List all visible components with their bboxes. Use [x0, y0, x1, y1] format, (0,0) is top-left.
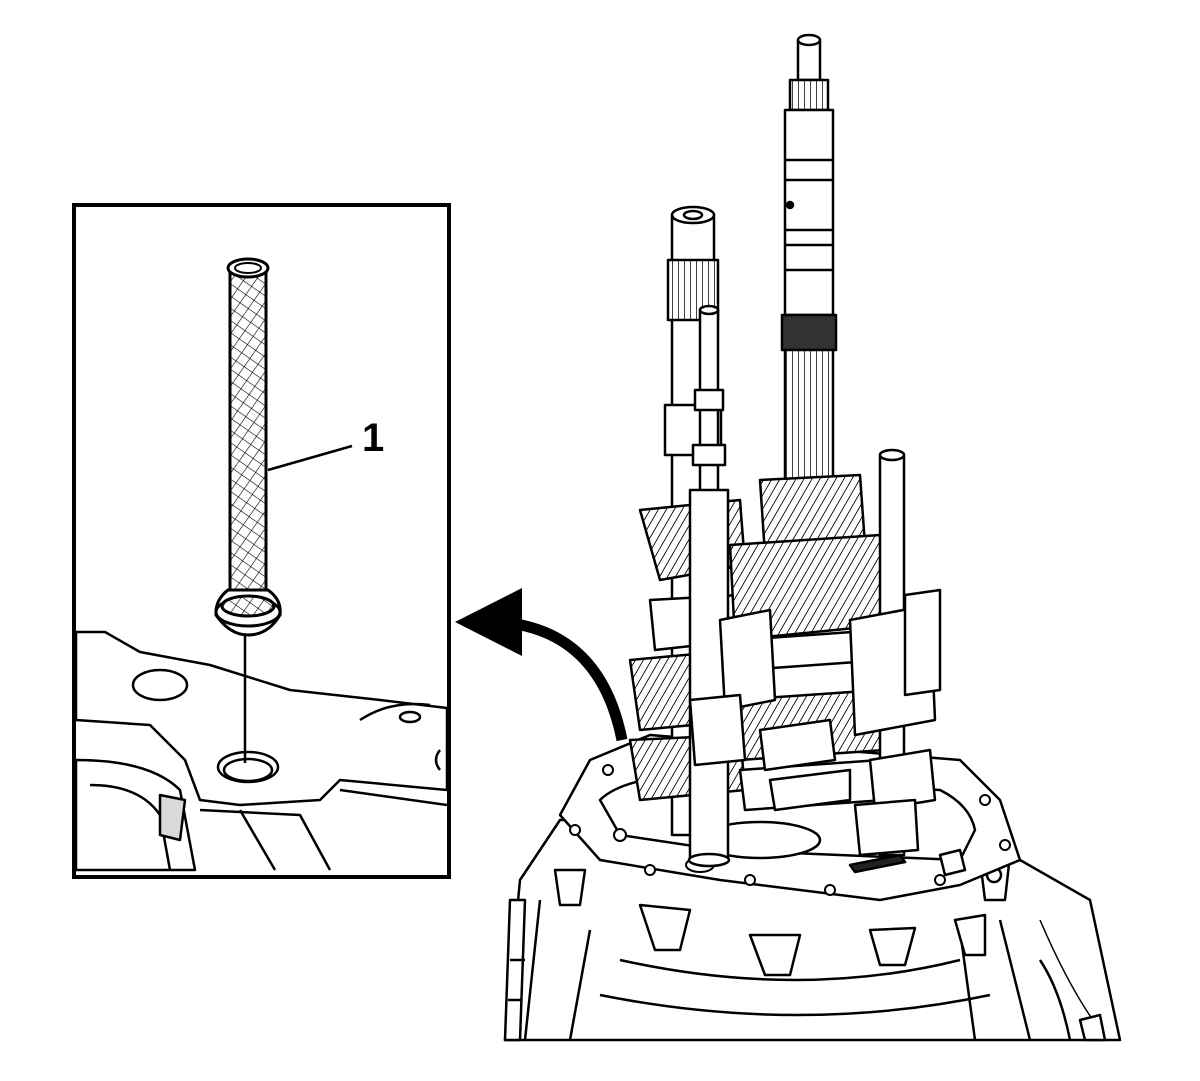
callout-label-1: 1 [362, 416, 385, 460]
shift-forks [688, 608, 852, 812]
detail-inset [72, 203, 451, 879]
callout-leader [267, 444, 353, 472]
curved-arrow-icon [455, 588, 628, 742]
transmission-assembly [503, 33, 1122, 1042]
filter-screen [214, 257, 282, 637]
shift-rail-right [848, 448, 942, 857]
shift-rod-left [687, 304, 731, 868]
